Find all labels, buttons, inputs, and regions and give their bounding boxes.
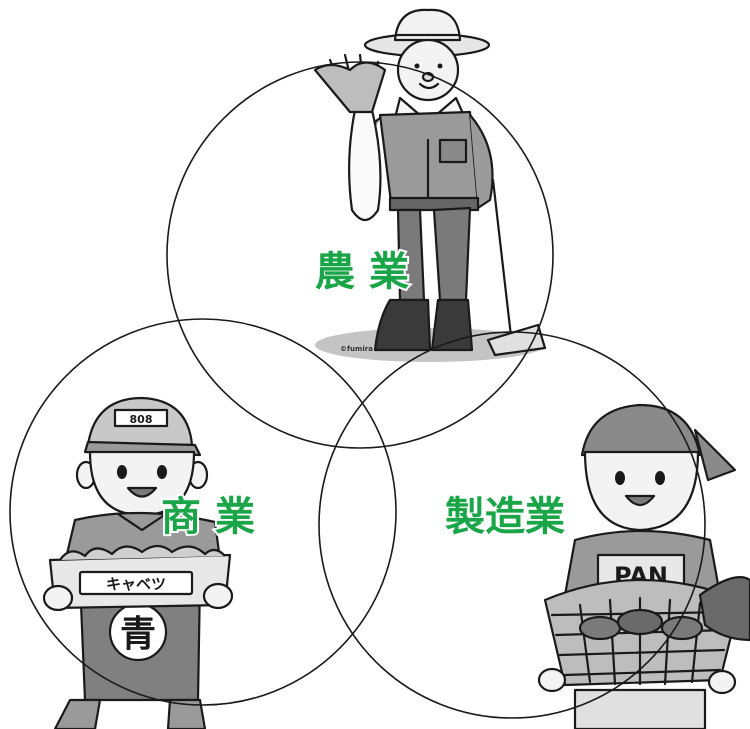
label-agriculture: 農 業 — [315, 249, 409, 295]
illustration-credit: ©fumira — [340, 345, 373, 353]
circle-agriculture — [166, 61, 554, 449]
cap-badge: 808 — [130, 413, 153, 426]
apron-mark: 青 — [120, 614, 156, 655]
farmer-illustration: ©fumira — [313, 8, 547, 362]
label-commerce: 商 業 — [161, 494, 255, 540]
label-manufacturing: 製造業 — [445, 494, 565, 540]
baker-illustration: PAN — [537, 403, 750, 729]
venn-circles — [9, 61, 706, 719]
circle-commerce — [9, 318, 397, 706]
box-label: キャベツ — [106, 575, 166, 593]
circle-manufacturing — [318, 331, 706, 719]
shopkeeper-illustration: 808 青 キャベツ — [42, 396, 234, 729]
